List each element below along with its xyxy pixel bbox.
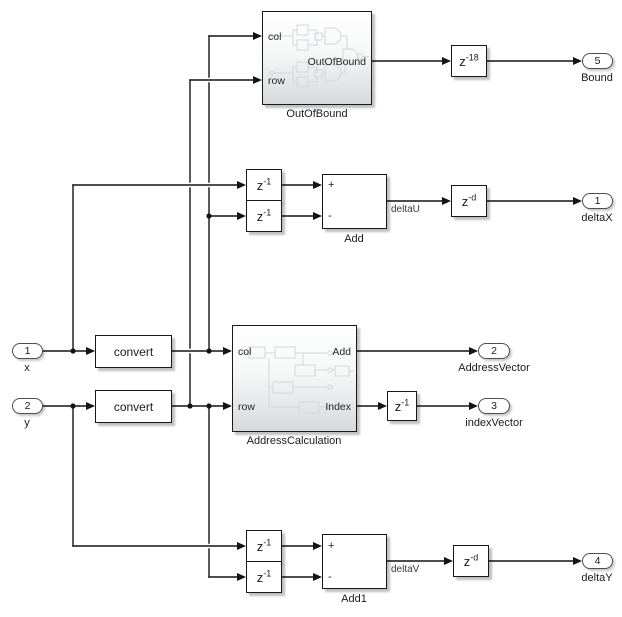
convert-label: convert xyxy=(113,399,154,414)
outport-number: 4 xyxy=(594,555,601,567)
block-name-add1: Add1 xyxy=(341,593,367,605)
port-label-index: Index xyxy=(325,401,351,413)
outport-1-deltax[interactable]: 1 xyxy=(582,193,613,209)
outport-4-label: deltaY xyxy=(581,572,613,584)
inport-2-y[interactable]: 2 xyxy=(12,398,43,414)
outport-number: 1 xyxy=(594,195,601,207)
delay-block-zd-bottom[interactable]: z-d xyxy=(453,545,489,577)
wire-segments[interactable] xyxy=(42,35,580,578)
delay-block-z1-bottom-a[interactable]: z-1 xyxy=(246,530,282,562)
port-label-row: row xyxy=(268,75,285,87)
subsystem-outofbound[interactable]: col row OutOfBound xyxy=(262,11,372,105)
sum-block-add1[interactable]: + - xyxy=(322,534,387,589)
subsystem-preview xyxy=(269,24,369,88)
outport-1-label: deltaX xyxy=(581,212,613,224)
outport-5-bound[interactable]: 5 xyxy=(582,53,613,69)
outport-5-label: Bound xyxy=(581,72,613,84)
outport-4-deltay[interactable]: 4 xyxy=(582,553,613,569)
outport-2-label: AddressVector xyxy=(458,362,530,374)
delay-block-z1-bottom-b[interactable]: z-1 xyxy=(246,561,282,593)
outport-number: 3 xyxy=(491,400,497,412)
inport-1-x[interactable]: 1 xyxy=(12,343,43,359)
block-name-addresscalculation: AddressCalculation xyxy=(246,435,342,447)
inport-2-label: y xyxy=(24,417,30,429)
port-label-col: col xyxy=(238,346,252,358)
delay-block-z1-top-b[interactable]: z-1 xyxy=(246,200,282,232)
outport-3-indexvector[interactable]: 3 xyxy=(478,398,510,414)
sum-block-add[interactable]: + - xyxy=(322,174,387,229)
branch-dots xyxy=(70,213,212,409)
inport-1-label: x xyxy=(24,362,30,374)
minus-sign: - xyxy=(328,571,332,583)
outport-2-addressvector[interactable]: 2 xyxy=(478,343,510,359)
delay-block-z18[interactable]: z-18 xyxy=(451,45,487,77)
port-label-add: Add xyxy=(332,346,351,358)
minus-sign: - xyxy=(328,210,332,222)
port-label-outofbound: OutOfBound xyxy=(307,56,366,68)
block-name-outofbound: OutOfBound xyxy=(286,108,348,120)
delay-block-zd-top[interactable]: z-d xyxy=(451,185,487,217)
convert-block-2[interactable]: convert xyxy=(95,390,172,423)
outport-3-label: indexVector xyxy=(465,417,523,429)
inport-number: 1 xyxy=(24,345,31,357)
port-label-row: row xyxy=(238,401,255,413)
convert-label: convert xyxy=(113,344,154,359)
wire-arrowheads xyxy=(86,32,582,581)
signal-label-deltau: deltaU xyxy=(391,204,420,215)
plus-sign: + xyxy=(328,540,335,552)
subsystem-preview xyxy=(241,346,354,414)
port-label-col: col xyxy=(268,31,282,43)
subsystem-addresscalculation[interactable]: col row Add Index xyxy=(232,325,357,432)
convert-block-1[interactable]: convert xyxy=(95,335,172,368)
delay-block-z1-top-a[interactable]: z-1 xyxy=(246,169,282,201)
inport-number: 2 xyxy=(24,400,31,412)
outport-number: 2 xyxy=(491,345,497,357)
outport-number: 5 xyxy=(594,55,601,67)
block-name-add: Add xyxy=(344,233,364,245)
delay-block-z1-index[interactable]: z-1 xyxy=(387,391,417,421)
plus-sign: + xyxy=(328,179,335,191)
signal-label-deltav: deltaV xyxy=(391,564,420,575)
